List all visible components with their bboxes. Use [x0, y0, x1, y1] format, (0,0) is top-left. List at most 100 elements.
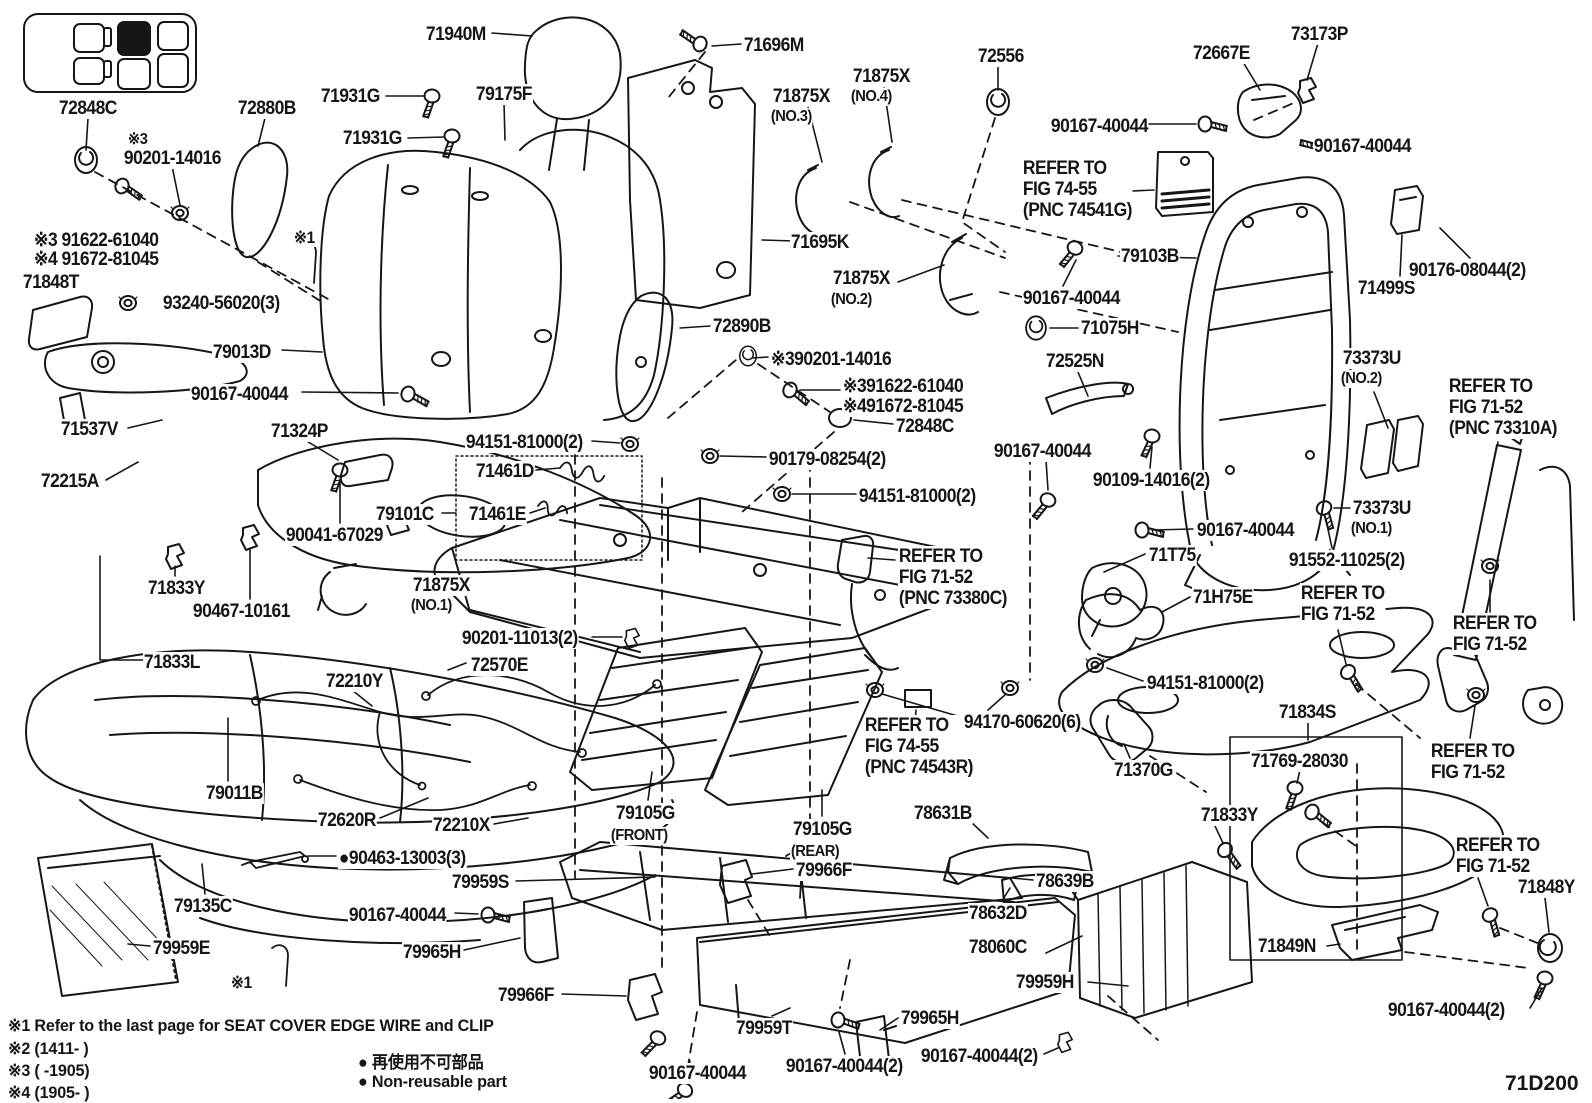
part-label: (NO.2) — [830, 291, 873, 309]
part-label: 78639B — [1035, 871, 1095, 892]
part-label: ※4 91672-81045 — [33, 249, 160, 270]
part-label: 90167-40044 — [1313, 136, 1412, 157]
part-label: 71833Y — [1200, 805, 1259, 826]
part-label: ●90463-13003(3) — [338, 848, 467, 869]
part-label: 93240-56020(3) — [162, 293, 281, 314]
part-label: REFER TO FIG 71-52 (PNC 73310A) — [1448, 376, 1558, 439]
part-label: 71940M — [425, 24, 487, 45]
part-label: 73173P — [1290, 24, 1349, 45]
pad-79959e — [37, 843, 179, 997]
pin-90463 — [241, 851, 309, 869]
part-label: 72215A — [40, 471, 100, 492]
part-label: 90176-08044(2) — [1408, 260, 1527, 281]
part-label: 79959S — [451, 872, 510, 893]
part-label: (NO.3) — [770, 108, 813, 126]
part-label: 79105G — [792, 819, 853, 840]
part-label: 71931G — [342, 128, 403, 149]
spring-71461 — [455, 455, 643, 561]
part-label: 71769-28030 — [1250, 751, 1349, 772]
part-label: 72667E — [1192, 43, 1251, 64]
part-label: 72880B — [237, 98, 297, 119]
part-label: 71537V — [60, 419, 119, 440]
part-label: 90167-40044 — [1050, 116, 1149, 137]
part-label: 71848T — [22, 272, 80, 293]
part-label: ※3 91622-61040 — [33, 230, 160, 251]
part-label: 79959E — [152, 938, 211, 959]
headrest-outline — [523, 16, 622, 171]
part-label: 90041-67029 — [285, 525, 384, 546]
part-label: 78631B — [913, 803, 973, 824]
footnote-3: ※3 ( -1905) — [8, 1061, 90, 1081]
part-label: 90109-14016(2) — [1092, 470, 1211, 491]
part-label: ※491672-81045 — [842, 396, 965, 417]
legend-nonreusable-jp: ● 再使用不可部品 — [358, 1048, 484, 1073]
part-label: 94170-60620(6) — [963, 712, 1082, 733]
part-label: REFER TO FIG 71-52 — [1452, 613, 1538, 655]
part-label: REFER TO FIG 74-55 (PNC 74541G) — [1022, 158, 1133, 221]
tag-74541g — [1155, 151, 1214, 217]
part-label: 72525N — [1045, 351, 1105, 372]
part-label: 71848Y — [1517, 877, 1576, 898]
part-label: 79105G — [615, 803, 676, 824]
part-label: 71875X — [832, 268, 891, 289]
part-label: 94151-81000(2) — [465, 432, 584, 453]
plate-73373u — [1360, 415, 1424, 479]
part-label: REFER TO FIG 71-52 — [1430, 741, 1516, 783]
part-label: 90467-10161 — [192, 601, 291, 622]
part-label: 72570E — [470, 655, 529, 676]
part-label: 79011B — [205, 783, 264, 804]
part-label: (REAR) — [790, 843, 841, 861]
part-label: ※1 — [230, 973, 253, 992]
part-label: 90167-40044 — [190, 384, 289, 405]
part-label: 79103B — [1120, 246, 1180, 267]
part-label: 90201-14016 — [123, 148, 222, 169]
part-label: 79965H — [402, 942, 462, 963]
part-label: 71T75 — [1148, 545, 1197, 566]
diagram-code: 71D200 — [1505, 1072, 1579, 1095]
part-label: 79966F — [795, 860, 853, 881]
part-label: 73373U — [1342, 348, 1402, 369]
part-label: 71695K — [790, 232, 850, 253]
part-label: 71075H — [1080, 318, 1140, 339]
seat-back-board-outline — [627, 59, 756, 309]
part-label: 90201-11013(2) — [461, 628, 579, 649]
bracket-71370g — [1089, 699, 1154, 764]
footnote-2: ※2 (1411- ) — [8, 1039, 89, 1059]
part-label: 71461E — [468, 504, 527, 525]
part-label: 79013D — [212, 342, 272, 363]
part-label: 71833L — [143, 652, 201, 673]
plate-71849n — [1331, 904, 1439, 961]
cover-72667e — [1236, 83, 1302, 139]
dashed-lines — [94, 51, 1541, 1079]
part-label: 71324P — [270, 421, 329, 442]
lever-72525n — [1045, 381, 1135, 415]
part-label: (NO.4) — [850, 88, 893, 106]
footnote-4: ※4 (1905- ) — [8, 1083, 90, 1103]
part-label: 71875X — [772, 86, 831, 107]
part-label: 90179-08254(2) — [768, 449, 887, 470]
part-label: 72556 — [977, 46, 1025, 67]
part-label: 71370G — [1113, 760, 1174, 781]
part-label: 71833Y — [147, 578, 206, 599]
part-label: 90167-40044(2) — [1387, 1000, 1506, 1021]
part-label: ※391622-61040 — [842, 376, 965, 397]
part-label: 71834S — [1278, 702, 1337, 723]
footnote-1: ※1 Refer to the last page for SEAT COVER… — [8, 1016, 494, 1036]
part-label: 71849N — [1257, 936, 1317, 957]
part-label: 90167-40044 — [348, 905, 447, 926]
part-label: 78632D — [968, 903, 1028, 924]
part-label: 71H75E — [1192, 587, 1254, 608]
part-label: 91552-11025(2) — [1288, 550, 1406, 571]
bracket-71875x — [317, 146, 979, 616]
recliner-covers-right — [1078, 562, 1165, 659]
part-label: 72620R — [317, 810, 377, 831]
part-label: 94151-81000(2) — [1146, 673, 1265, 694]
shield-72890b — [615, 291, 674, 423]
part-label: REFER TO FIG 71-52 — [1455, 835, 1541, 877]
shield-72880b — [231, 141, 289, 259]
part-label: (NO.1) — [410, 597, 453, 615]
cushion-frames-outline — [569, 627, 883, 806]
part-label: REFER TO FIG 71-52 — [1300, 583, 1386, 625]
part-label: 90167-40044 — [648, 1063, 747, 1084]
